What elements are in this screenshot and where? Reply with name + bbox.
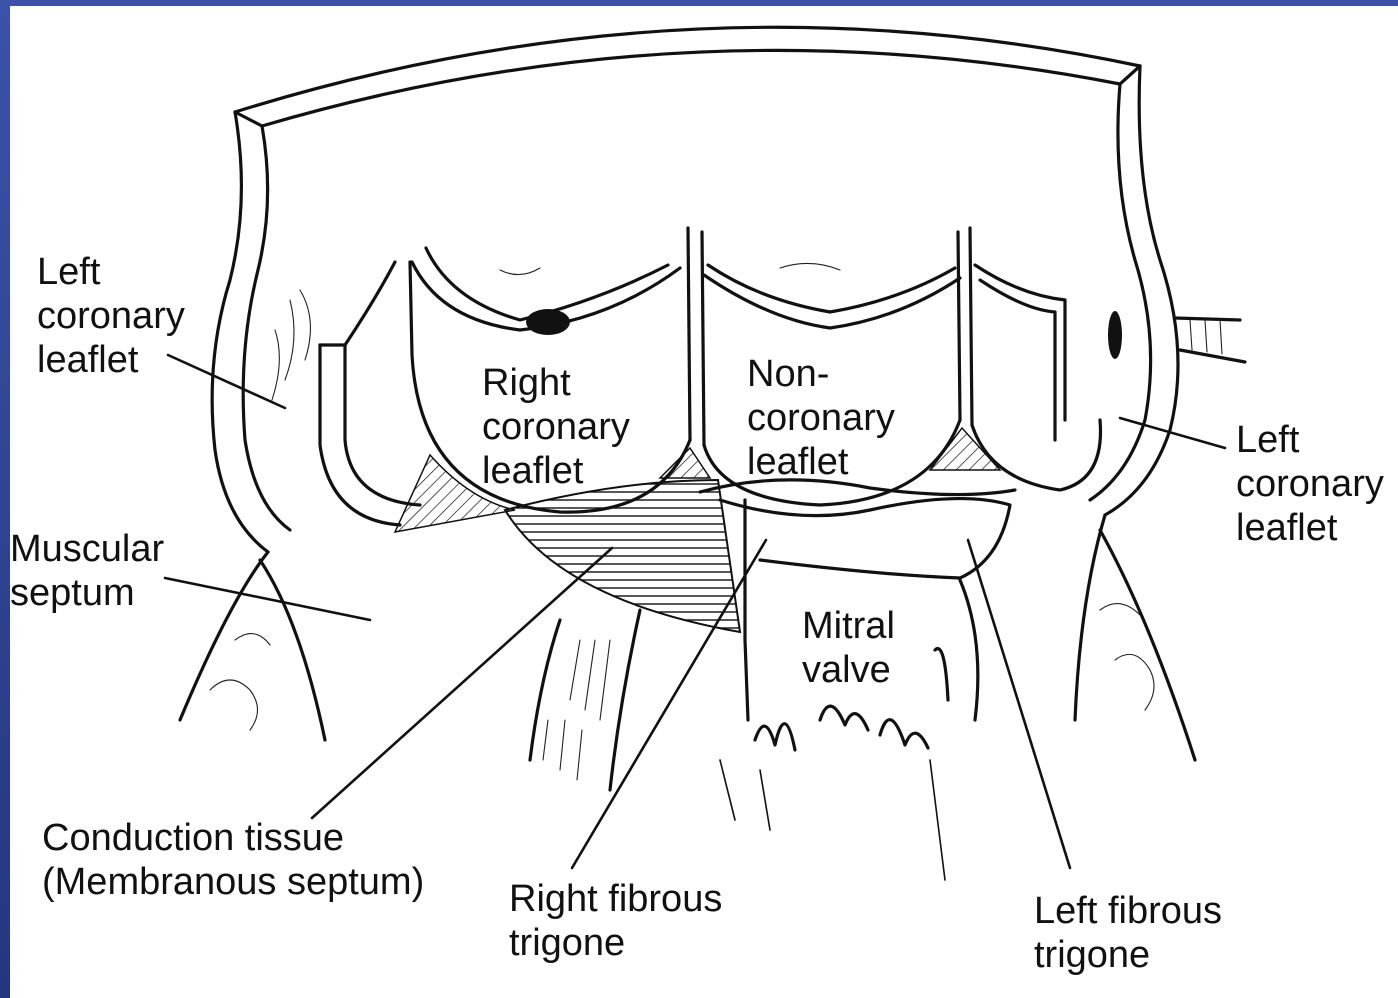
label-left-coronary-leaflet-right: Left coronary leaflet (1236, 418, 1384, 550)
fibrous-hatch-middle (660, 448, 710, 478)
label-left-coronary-leaflet-left: Left coronary leaflet (37, 250, 185, 382)
membranous-septum-region (505, 480, 740, 632)
diagram-canvas: Left coronary leaflet Right coronary lea… (10, 6, 1398, 998)
fibrous-hatch-right (930, 428, 1000, 470)
label-non-coronary-leaflet: Non- coronary leaflet (747, 352, 895, 484)
label-right-fibrous-trigone: Right fibrous trigone (509, 877, 722, 965)
label-left-fibrous-trigone: Left fibrous trigone (1034, 889, 1222, 977)
label-mitral-valve: Mitral valve (802, 604, 895, 692)
label-right-coronary-leaflet: Right coronary leaflet (482, 361, 630, 493)
left-coronary-leaflet-left (272, 262, 420, 525)
label-muscular-septum: Muscular septum (10, 527, 164, 615)
papillary-fibers (530, 610, 640, 790)
label-conduction-tissue: Conduction tissue (Membranous septum) (42, 816, 424, 904)
left-coronary-leaflet-right (972, 265, 1245, 490)
